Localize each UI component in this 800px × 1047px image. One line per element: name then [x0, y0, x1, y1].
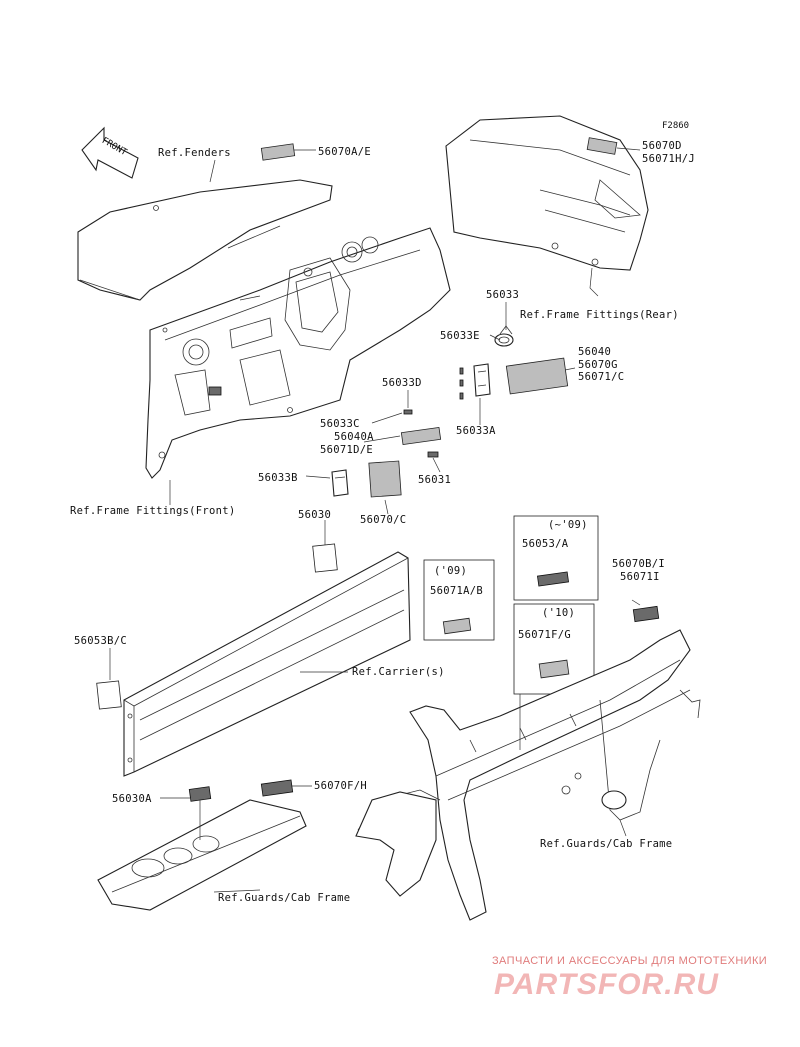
- box-upto-09: [513, 515, 599, 601]
- clip-56031: [427, 451, 439, 458]
- label-56033C: 56033C: [320, 418, 360, 430]
- label-56071I: 56071I: [620, 571, 660, 583]
- decal-56040: [505, 357, 569, 395]
- label-56033: 56033: [486, 289, 519, 301]
- label-56030: 56030: [298, 509, 331, 521]
- rear-wall-panel: [445, 115, 649, 271]
- watermark-tagline: ЗАПЧАСТИ И АКСЕССУАРЫ ДЛЯ МОТОТЕХНИКИ: [492, 955, 767, 967]
- dashboard-panel: [145, 227, 451, 479]
- label-56040: 56040: [578, 346, 611, 358]
- decal-56070C: [368, 460, 402, 498]
- leader-lines: [109, 147, 641, 893]
- figure-code: F2860: [662, 121, 689, 131]
- decal-56070B-I: [632, 605, 660, 623]
- label-56071H-J: 56071H/J: [642, 153, 695, 165]
- label-56070A-E: 56070A/E: [318, 146, 371, 158]
- label-ref-guards-cab-frame-bottom: Ref.Guards/Cab Frame: [218, 892, 350, 904]
- label-year-upto-09: (~'09): [548, 519, 588, 531]
- label-ref-fenders: Ref.Fenders: [158, 147, 231, 159]
- clip-56033D: [403, 409, 413, 415]
- decal-56071F-G: [538, 659, 570, 679]
- label-56033E: 56033E: [440, 330, 480, 342]
- label-56053B-C: 56053B/C: [74, 635, 127, 647]
- label-56070-C: 56070/C: [360, 514, 406, 526]
- label-56033D: 56033D: [382, 377, 422, 389]
- box-09: [423, 559, 495, 641]
- decal-56070A-E: [260, 143, 296, 161]
- label-56033B: 56033B: [258, 472, 298, 484]
- clamp-56033B: [331, 469, 349, 497]
- front-arrow-icon: FRONT: [81, 126, 139, 179]
- watermark: ЗАПЧАСТИ И АКСЕССУАРЫ ДЛЯ МОТОТЕХНИКИ PA…: [492, 955, 767, 1001]
- label-56071F-G: 56071F/G: [518, 629, 571, 641]
- label-56071-C: 56071/C: [578, 371, 624, 383]
- label-ref-carriers: Ref.Carrier(s): [352, 666, 445, 678]
- decal-56070F-H: [260, 779, 294, 797]
- label-ref-frame-fittings-front: Ref.Frame Fittings(Front): [70, 505, 236, 517]
- label-56071D-E: 56071D/E: [320, 444, 373, 456]
- fender-panel: [77, 179, 333, 301]
- label-56031: 56031: [418, 474, 451, 486]
- label-year-09: ('09): [434, 565, 467, 577]
- decal-56030A: [188, 786, 212, 802]
- clamp-56033A: [473, 363, 491, 397]
- decal-56040A: [400, 426, 442, 446]
- carrier-panel: [123, 551, 411, 777]
- label-56070B-I: 56070B/I: [612, 558, 665, 570]
- label-56053-A: 56053/A: [522, 538, 569, 550]
- decal-56070D: [586, 137, 618, 155]
- clamp-56033: [494, 325, 514, 347]
- label-ref-guards-cab-frame-right: Ref.Guards/Cab Frame: [540, 838, 672, 850]
- sticker-56053B-C: [96, 680, 122, 710]
- label-ref-frame-fittings-rear: Ref.Frame Fittings(Rear): [520, 309, 679, 321]
- floor-plate: [97, 799, 307, 911]
- cab-frame: [355, 629, 701, 921]
- label-56033A: 56033A: [456, 425, 496, 437]
- label-56070F-H: 56070F/H: [314, 780, 367, 792]
- sticker-56030: [312, 543, 338, 573]
- label-year-10: ('10): [542, 607, 575, 619]
- watermark-brand: PARTSFOR.RU: [494, 968, 719, 1001]
- decal-56053A: [536, 571, 570, 587]
- clamp-small-set: [459, 367, 464, 400]
- label-56040A: 56040A: [334, 431, 374, 443]
- decal-56071A-B: [442, 617, 472, 635]
- label-56071A-B: 56071A/B: [430, 585, 483, 597]
- label-56070G: 56070G: [578, 359, 618, 371]
- label-56030A: 56030A: [112, 793, 152, 805]
- label-56070D: 56070D: [642, 140, 682, 152]
